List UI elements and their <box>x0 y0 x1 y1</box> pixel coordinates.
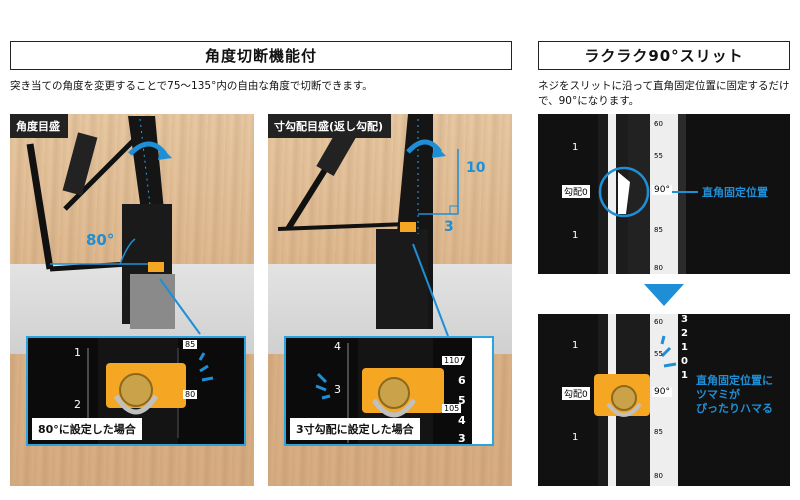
scale-5: 5 <box>458 394 466 407</box>
pitch-tick-3: 3 <box>334 383 341 396</box>
down-arrow-icon <box>644 284 684 306</box>
photo-slit-after: 1 1 60 55 85 80 3 2 1 0 1 勾配0 90° 直角固定位置… <box>538 314 790 486</box>
slit-bottom-num-85: 85 <box>654 428 663 436</box>
angle-value-label: 80° <box>86 231 115 249</box>
scale-3: 3 <box>458 432 466 445</box>
slit-bottom-tick-1a: 1 <box>572 340 579 351</box>
inset-number-85: 85 <box>183 340 198 349</box>
slit-bottom-scale-2: 2 <box>681 328 688 339</box>
section-title-angle-cut-text: 角度切断機能付 <box>204 47 317 65</box>
callout-line-3: ぴったりハマる <box>696 402 773 415</box>
pitch-number-110: 110 <box>442 356 462 365</box>
slit-top-num-80: 80 <box>654 264 663 272</box>
slit-bottom-num-60: 60 <box>654 318 663 326</box>
slit-bottom-scale-1b: 1 <box>681 370 688 381</box>
slit-top-num-60: 60 <box>654 120 663 128</box>
scale-6: 6 <box>458 374 466 387</box>
slit-top-tick-1b: 1 <box>572 230 579 241</box>
angle-cut-description: 突き当ての角度を変更することで75〜135°内の自由な角度で切断できます。 <box>10 80 373 92</box>
rise-label: 10 <box>466 160 486 176</box>
slit-bottom-scale-0: 0 <box>681 356 688 367</box>
saw-guide-pitch-illustration <box>277 114 459 337</box>
label-90-top: 90° <box>652 185 672 195</box>
inset-pitch-detail: 4 3 2 110 105 7 6 5 4 3 3寸勾配に設定した場合 <box>284 336 494 446</box>
inset-angle-detail: 1 2 85 80 80°に設定した場合 <box>26 336 246 446</box>
slit-bottom-tick-1b: 1 <box>572 432 579 443</box>
photo-slit-before: 1 1 60 55 85 80 勾配0 90° 直角固定位置 <box>538 114 790 274</box>
tag-angle-scale: 角度目盛 <box>10 114 68 138</box>
caption-80-degrees: 80°に設定した場合 <box>32 418 142 440</box>
slit-top-num-55: 55 <box>654 152 663 160</box>
callout-knob-fits: 直角固定位置に ツマミが ぴったりハマる <box>696 374 773 416</box>
run-label: 3 <box>444 219 454 235</box>
callout-line-1: 直角固定位置に <box>696 374 773 387</box>
label-kouhai-0-top: 勾配0 <box>562 185 590 198</box>
callout-right-angle-position: 直角固定位置 <box>702 186 768 199</box>
caption-3-sun-pitch: 3寸勾配に設定した場合 <box>290 418 420 440</box>
saw-guide-illustration <box>26 116 201 335</box>
scale-4: 4 <box>458 414 466 427</box>
inset-tick-1: 1 <box>74 346 81 359</box>
scale-7: 7 <box>458 354 466 367</box>
section-title-90-slit: ラクラク90°スリット <box>538 41 790 70</box>
slit-top-num-85: 85 <box>654 226 663 234</box>
slit-bottom-scale-3: 3 <box>681 314 688 325</box>
section-title-angle-cut: 角度切断機能付 <box>10 41 512 70</box>
photo-angle-scale: 角度目盛 80° 1 2 85 80 80°に設定した場合 <box>10 114 254 486</box>
slit-bottom-num-55: 55 <box>654 350 663 358</box>
pitch-tick-4: 4 <box>334 340 341 353</box>
slit-bottom-num-80: 80 <box>654 472 663 480</box>
tag-pitch-scale: 寸勾配目盛(返し勾配) <box>268 114 392 138</box>
pitch-number-105: 105 <box>442 404 462 413</box>
photo-pitch-scale: 寸勾配目盛(返し勾配) 10 3 4 3 2 110 105 7 6 5 4 3… <box>268 114 512 486</box>
slit-bottom-scale-1: 1 <box>681 342 688 353</box>
inset-number-80: 80 <box>183 390 198 399</box>
slit-top-tick-1a: 1 <box>572 142 579 153</box>
slit-description: ネジをスリットに沿って直角固定位置に固定するだけで、90°になります。 <box>538 80 790 107</box>
label-90-bottom: 90° <box>652 387 672 397</box>
slit-after-graphic <box>594 314 678 486</box>
inset-tick-2: 2 <box>74 398 81 411</box>
section-title-90-slit-text: ラクラク90°スリット <box>584 47 744 65</box>
callout-line-2: ツマミが <box>696 388 740 401</box>
label-kouhai-0-bottom: 勾配0 <box>562 387 590 400</box>
